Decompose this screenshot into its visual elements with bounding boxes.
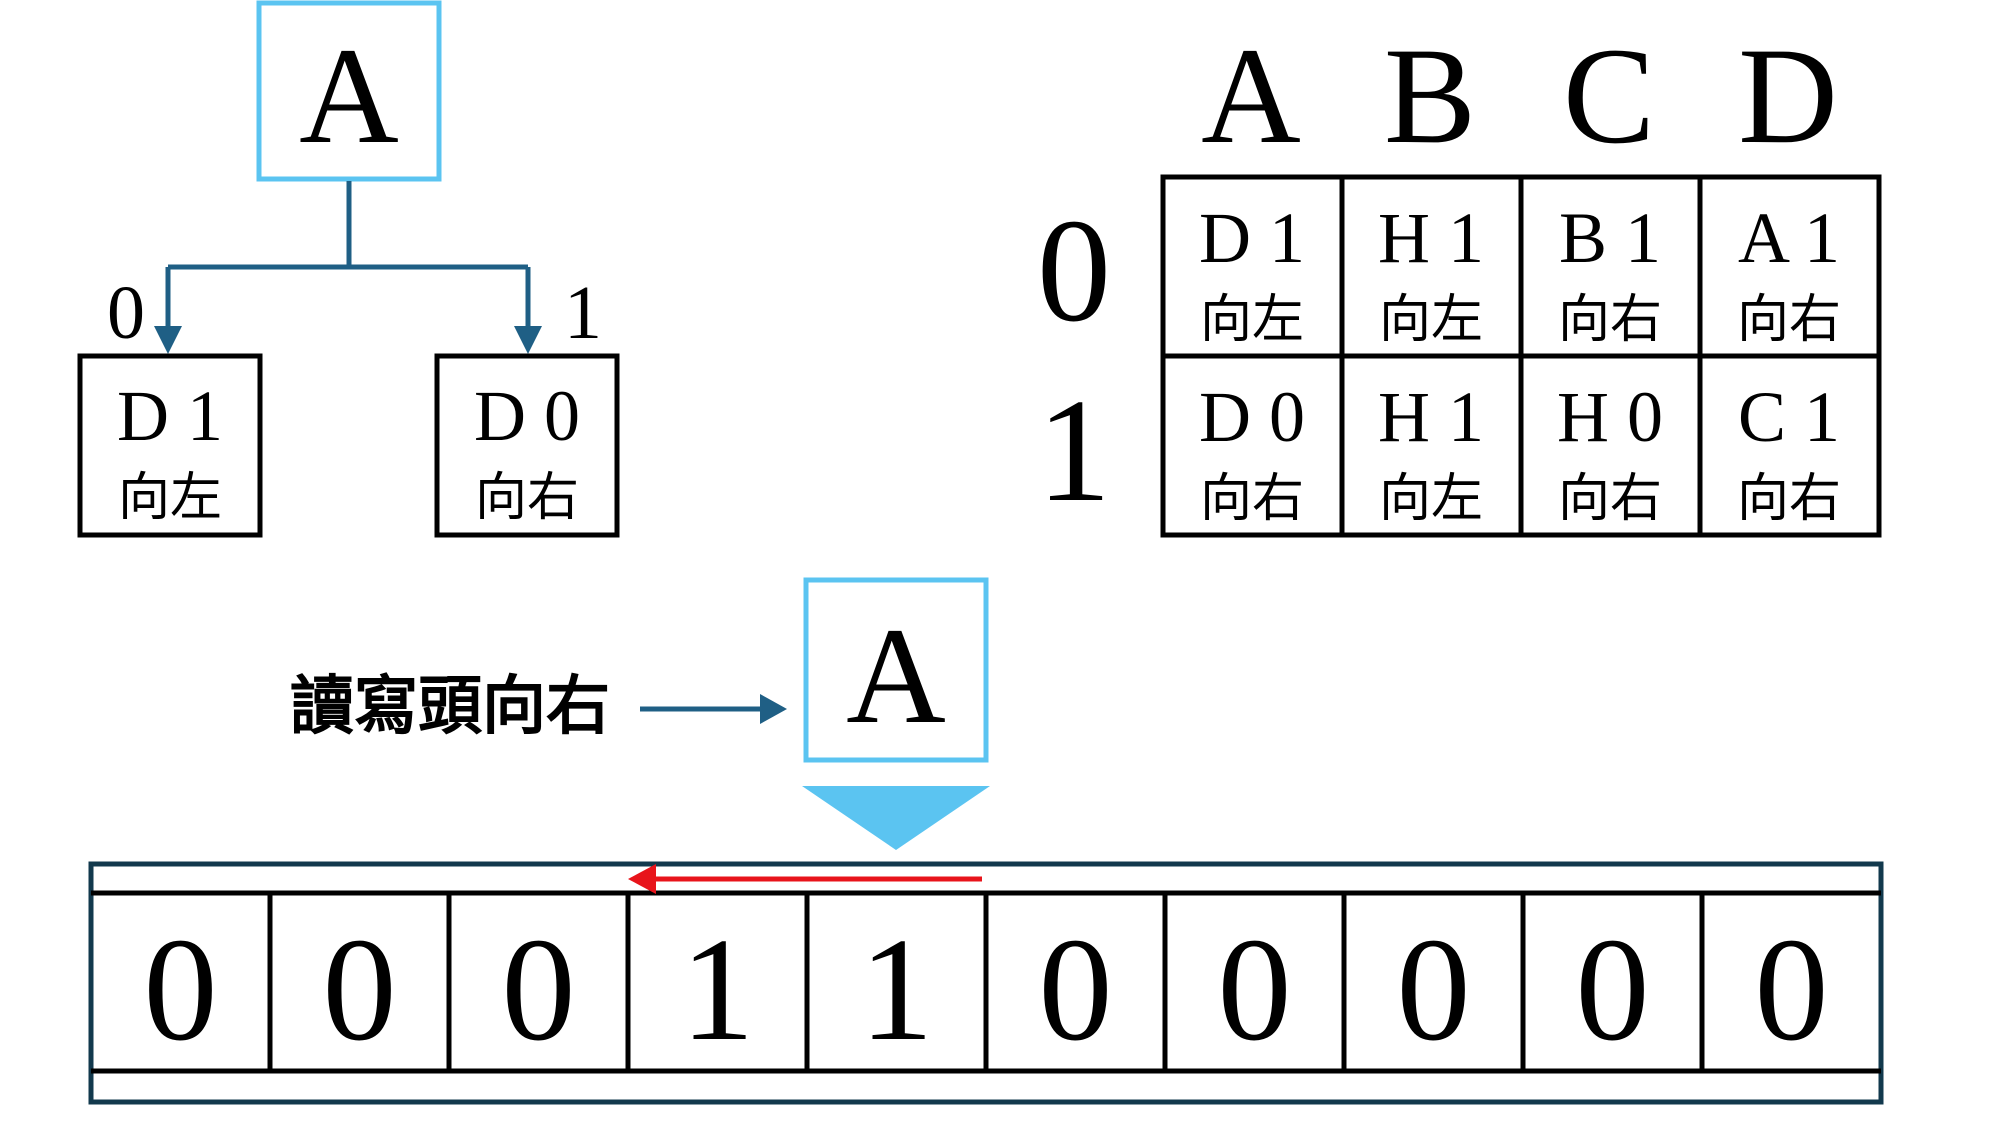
head-movement-arrowhead [628, 864, 656, 894]
tree-state-label: A [299, 19, 399, 172]
tree-connectors [165, 181, 531, 341]
left-result-box [77, 353, 263, 538]
right-result-box [434, 353, 620, 538]
right-result-line2: 向右 [475, 468, 579, 528]
table-cell-0-a-line2: 向左 [1200, 290, 1304, 350]
table-cell-0-b-line2: 向左 [1379, 290, 1483, 350]
read-write-head: 讀寫頭向右 A [290, 577, 990, 850]
right-result-line1: D 0 [474, 376, 580, 456]
column-header-d: D [1738, 19, 1838, 172]
left-branch-arrowhead [154, 326, 182, 354]
tape-cell-value: 0 [1576, 908, 1650, 1072]
head-state-box [803, 577, 989, 763]
table-cell-1-a-line2: 向右 [1200, 469, 1304, 529]
tape-cell-value: 0 [1397, 908, 1471, 1072]
table-cell-1-d-line1: C 1 [1738, 377, 1840, 457]
transition-table: A B C D 0 1 D 1 向左 H 1 向左 B 1 向右 A 1 向右 … [1037, 19, 1882, 538]
head-state-label: A [846, 599, 946, 752]
table-cell-0-b-line1: H 1 [1378, 198, 1484, 278]
column-header-a: A [1201, 19, 1301, 172]
table-cell-0-d-line2: 向右 [1737, 290, 1841, 350]
head-caption: 讀寫頭向右 [290, 670, 610, 744]
table-cell-1-a-line1: D 0 [1199, 377, 1305, 457]
branch-left-label: 0 [107, 271, 145, 355]
tape-cell-value: 1 [860, 908, 934, 1072]
tape-cell-value: 0 [323, 908, 397, 1072]
table-cell-1-d-line2: 向右 [1737, 469, 1841, 529]
tape-cell-value: 0 [1039, 908, 1113, 1072]
tape-cell-value: 0 [502, 908, 576, 1072]
branch-right-label: 1 [564, 271, 602, 355]
table-cell-1-c-line2: 向右 [1558, 469, 1662, 529]
table-cell-0-a-line1: D 1 [1199, 198, 1305, 278]
head-pointer-triangle [802, 786, 990, 850]
row-label-1: 1 [1037, 369, 1111, 533]
table-cell-0-c-line1: B 1 [1559, 198, 1661, 278]
row-label-0: 0 [1037, 189, 1111, 353]
table-cell-1-b-line2: 向左 [1379, 469, 1483, 529]
tree-state-box [256, 0, 442, 182]
table-cell-1-c-line1: H 0 [1557, 377, 1663, 457]
tape-cell-value: 1 [681, 908, 755, 1072]
tape-cell-value: 0 [1218, 908, 1292, 1072]
tape-outer-frame [88, 861, 1884, 1105]
tape-cell-value: 0 [144, 908, 218, 1072]
table-cell-1-b-line1: H 1 [1378, 377, 1484, 457]
table-cell-0-c-line2: 向右 [1558, 290, 1662, 350]
transition-tree: A 0 1 D 1 向左 D 0 向右 [77, 0, 620, 538]
head-caption-arrowhead [760, 694, 787, 724]
right-branch-arrowhead [514, 326, 542, 354]
tape-cell-value: 0 [1755, 908, 1829, 1072]
table-cell-0-d-line1: A 1 [1738, 198, 1840, 278]
left-result-line2: 向左 [118, 468, 222, 528]
table-grid [1160, 174, 1882, 538]
column-header-c: C [1563, 19, 1655, 172]
left-result-line1: D 1 [117, 376, 223, 456]
column-header-b: B [1384, 19, 1476, 172]
